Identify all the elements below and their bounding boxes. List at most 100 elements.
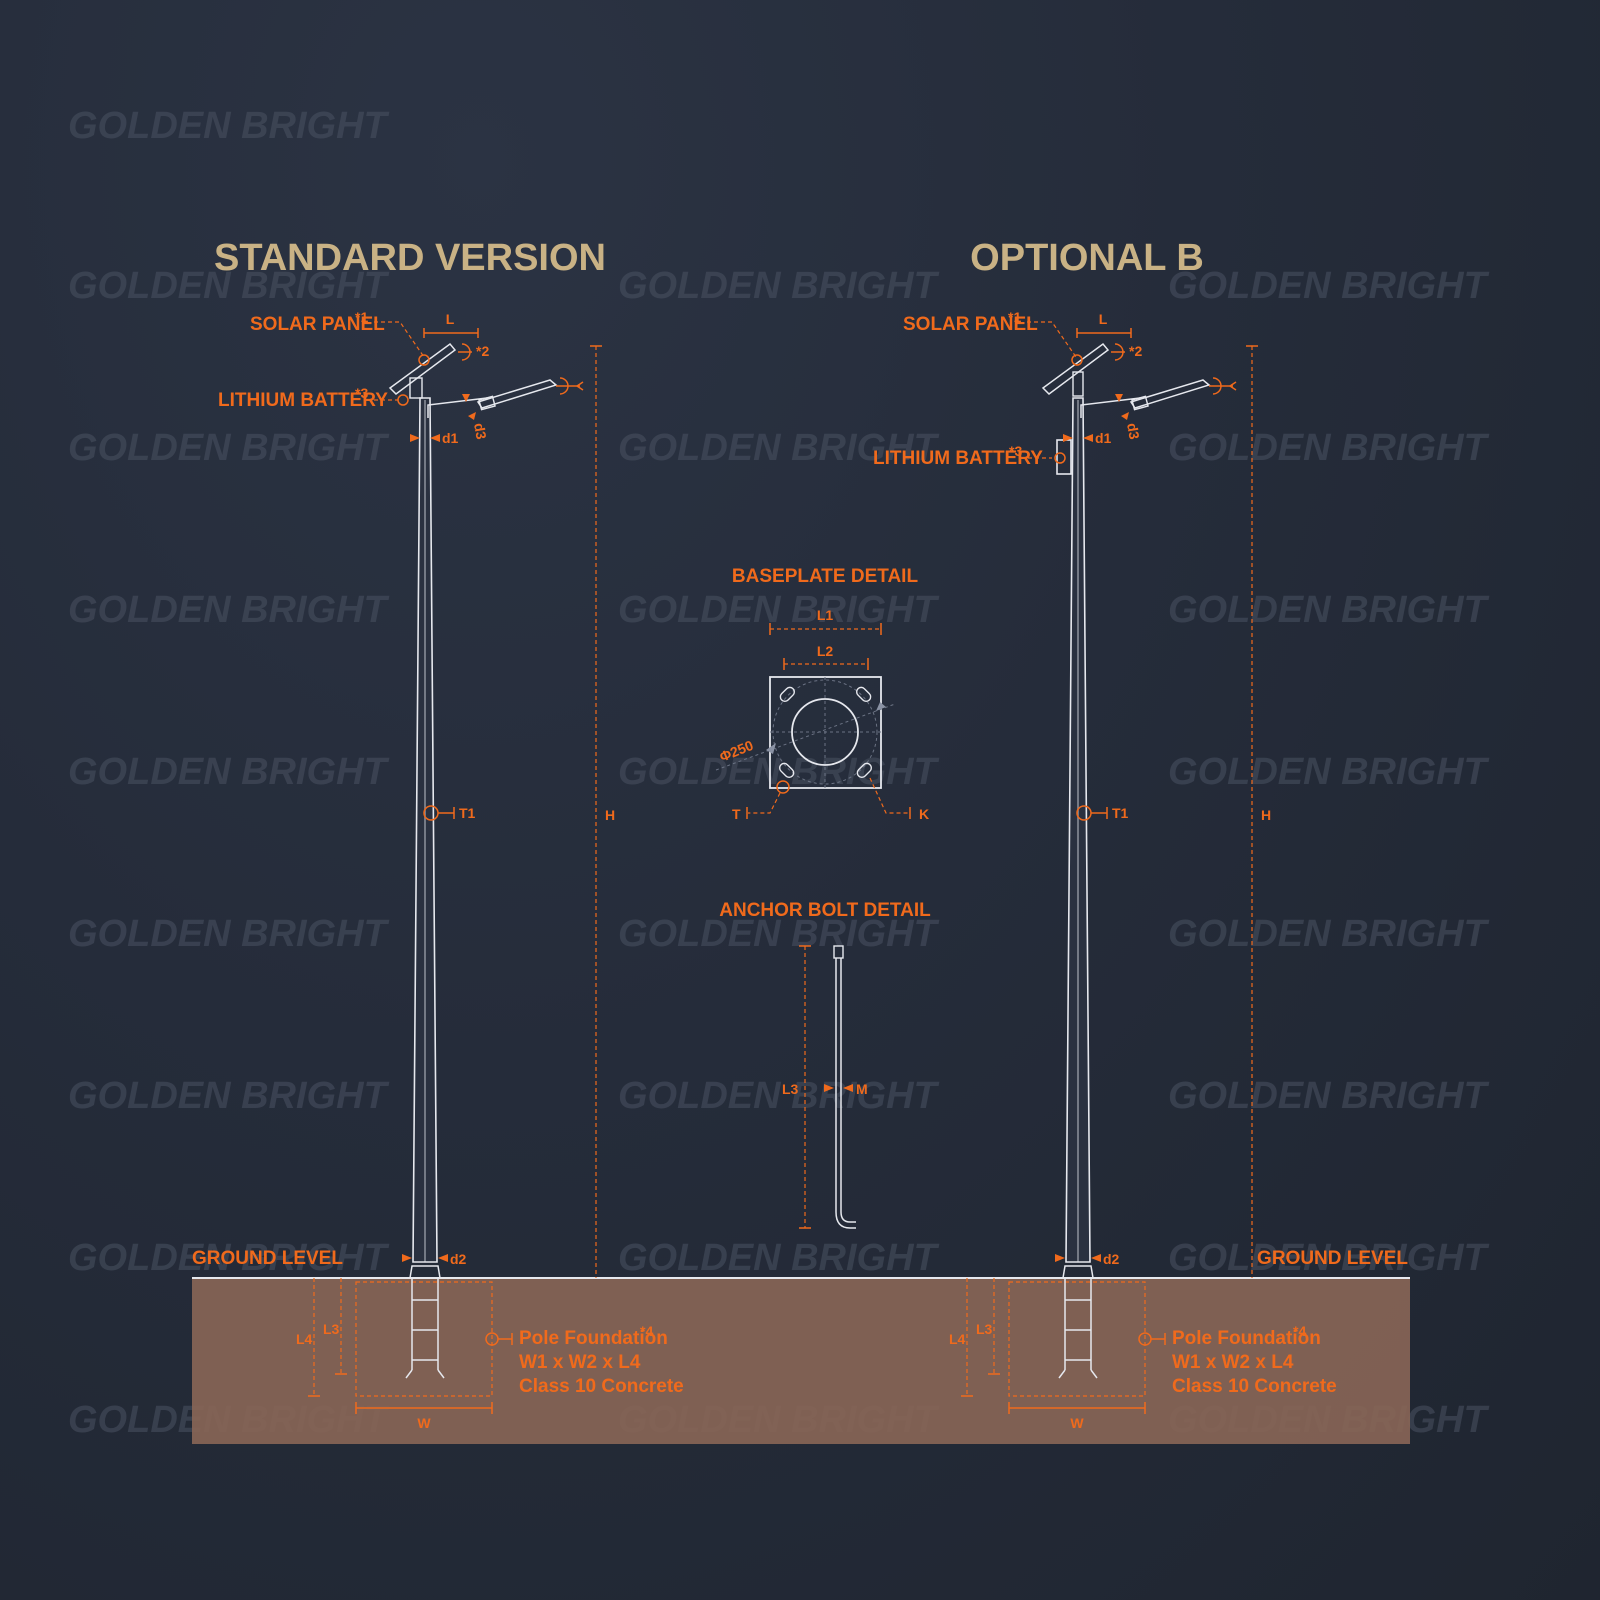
T-leader (748, 792, 781, 814)
d2-arrow-icon (1091, 1254, 1101, 1262)
watermark: GOLDEN BRIGHT (618, 265, 940, 307)
watermark: GOLDEN BRIGHT (1168, 589, 1490, 631)
watermark: GOLDEN BRIGHT (68, 427, 390, 469)
watermark: GOLDEN BRIGHT (1168, 427, 1490, 469)
pole-base-flange (409, 1265, 441, 1279)
dim-L4-label: L4 (949, 1331, 966, 1347)
dim-L-label: L (446, 311, 455, 327)
lamp-arm (427, 397, 488, 418)
dim-T1-label: T1 (1112, 805, 1129, 821)
diameter-arrow-icon (876, 702, 886, 711)
dim-L3-label: L3 (323, 1321, 340, 1337)
watermark: GOLDEN BRIGHT (68, 913, 390, 955)
solar-panel-label: SOLAR PANEL (903, 314, 1038, 335)
diameter-arrow-icon (766, 743, 776, 754)
foundation-note: *4 (1293, 1323, 1306, 1339)
solar-bracket (409, 377, 423, 399)
pole-base-flange (1062, 1265, 1094, 1279)
K-leader (869, 777, 910, 814)
watermark: GOLDEN BRIGHT (618, 589, 940, 631)
watermark: GOLDEN BRIGHT (1168, 751, 1490, 793)
dim-d3-label: d3 (1124, 422, 1143, 441)
solar-panel-note: *1 (1008, 309, 1021, 325)
solar-panel (1041, 342, 1110, 395)
foundation-line1: Pole Foundation (1172, 1328, 1321, 1349)
dim-M-label: M (856, 1081, 868, 1097)
battery-label: LITHIUM BATTERY (218, 390, 388, 411)
tilt-note: *2 (1129, 343, 1142, 359)
dim-d1-label: d1 (442, 430, 459, 446)
dim-L-label: L (1099, 311, 1108, 327)
foundation-line3: Class 10 Concrete (1172, 1376, 1337, 1397)
optional-b-version: OPTIONAL B SOLAR PANEL *1 L *2 (873, 237, 1408, 1431)
foundation-outline (355, 1281, 493, 1397)
watermark: GOLDEN BRIGHT (1168, 265, 1490, 307)
lamp-bracket (478, 395, 496, 411)
anchor-title: ANCHOR BOLT DETAIL (719, 900, 931, 921)
d3-arrow-icon (1121, 412, 1129, 420)
watermark: GOLDEN BRIGHT (68, 1237, 390, 1279)
solar-bracket (1072, 371, 1084, 397)
bolt-slot (779, 686, 796, 703)
anchor-bolt-detail: ANCHOR BOLT DETAIL L3 M (719, 900, 931, 1229)
dim-W-label: W (417, 1415, 431, 1431)
watermark: GOLDEN BRIGHT (618, 913, 940, 955)
d3-arrow-icon (1115, 394, 1123, 402)
bolt-slot (856, 762, 873, 779)
watermark: GOLDEN BRIGHT (68, 105, 390, 147)
dim-W-label: W (1070, 1415, 1084, 1431)
dim-H-label: H (1261, 807, 1271, 823)
d1-arrow-icon (1063, 434, 1073, 442)
dim-L2-label: L2 (817, 643, 834, 659)
watermark: GOLDEN BRIGHT (68, 265, 390, 307)
optional-title: OPTIONAL B (970, 237, 1204, 279)
dim-T1-label: T1 (459, 805, 476, 821)
diameter-line (715, 703, 896, 771)
baseplate-detail: BASEPLATE DETAIL L1 L2 Φ250 T (715, 566, 929, 822)
solar-marker (1071, 354, 1083, 366)
tilt-note: *2 (476, 343, 489, 359)
watermark: GOLDEN BRIGHT (618, 1075, 940, 1117)
standard-title: STANDARD VERSION (214, 237, 606, 279)
bolt-nut (833, 945, 844, 959)
dim-L4-label: L4 (296, 1331, 313, 1347)
battery-box (1056, 439, 1072, 475)
dim-d2-label: d2 (450, 1251, 467, 1267)
battery-marker (1054, 452, 1066, 464)
foundation-outline (1008, 1281, 1146, 1397)
M-arrow-icon (824, 1084, 834, 1092)
dim-T-label: T (732, 806, 741, 822)
d3-arrow-icon (468, 412, 476, 420)
dim-L3-label: L3 (976, 1321, 993, 1337)
d2-arrow-icon (438, 1254, 448, 1262)
lamp-head (476, 379, 558, 409)
solar-panel-label: SOLAR PANEL (250, 314, 385, 335)
solar-panel (388, 342, 457, 395)
dim-H-label: H (605, 807, 615, 823)
lamp-tilt-arrow-icon (575, 381, 584, 391)
watermark: GOLDEN BRIGHT (68, 589, 390, 631)
ground-level-label: GROUND LEVEL (192, 1248, 343, 1269)
foundation-line3: Class 10 Concrete (519, 1376, 684, 1397)
lamp-tilt-arrow-icon (1228, 381, 1237, 391)
battery-marker (397, 394, 409, 406)
ground-block (192, 1278, 1410, 1444)
d1-arrow-icon (1083, 434, 1093, 442)
dim-L1-label: L1 (817, 607, 834, 623)
watermark: GOLDEN BRIGHT (618, 751, 940, 793)
watermark: GOLDEN BRIGHT (618, 427, 940, 469)
T-marker (776, 780, 790, 794)
M-arrow-icon (843, 1084, 853, 1092)
watermarks: GOLDEN BRIGHT GOLDEN BRIGHT GOLDEN BRIGH… (68, 105, 1490, 1441)
battery-label: LITHIUM BATTERY (873, 448, 1043, 469)
standard-version: STANDARD VERSION SOLAR PANEL *1 L *2 LIT… (192, 237, 684, 1431)
watermark: GOLDEN BRIGHT (68, 1075, 390, 1117)
anchor-cage (1058, 1278, 1098, 1379)
d3-arrow-icon (462, 394, 470, 402)
battery-note: *3 (355, 385, 368, 401)
lamp-head (1129, 379, 1211, 409)
ground-level-label: GROUND LEVEL (1257, 1248, 1408, 1269)
foundation-line2: W1 x W2 x L4 (519, 1352, 641, 1373)
dim-L3-label: L3 (782, 1081, 799, 1097)
